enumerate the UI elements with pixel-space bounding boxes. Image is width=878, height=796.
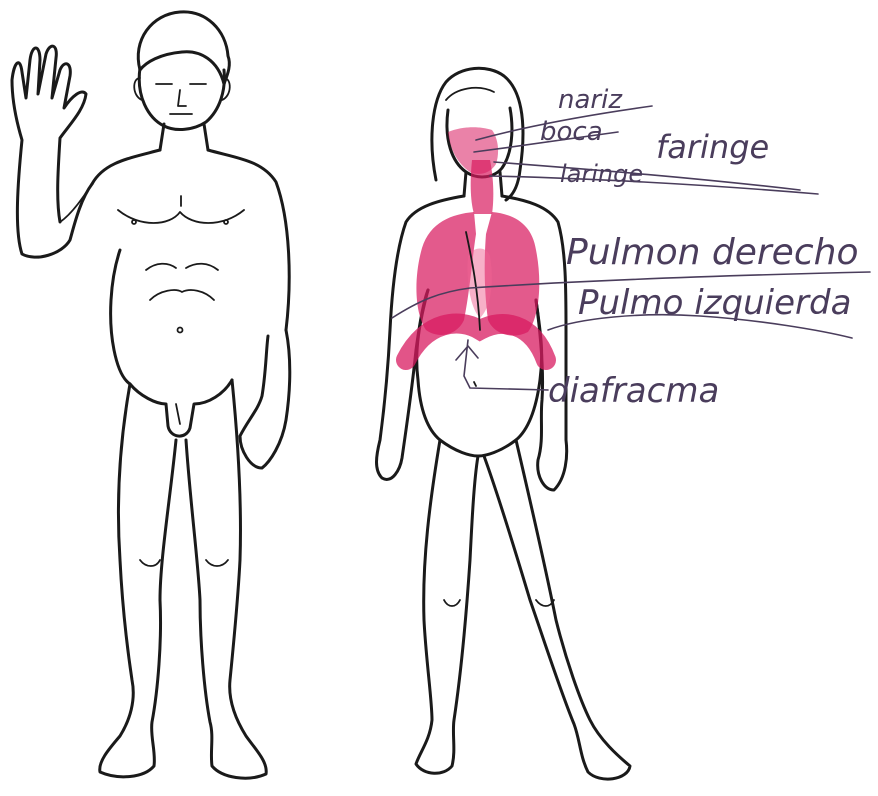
female-right-leg <box>416 440 478 773</box>
male-figure <box>12 12 290 778</box>
male-torso <box>92 150 289 330</box>
label-nariz: nariz <box>558 85 623 115</box>
label-faringe: faringe <box>656 128 769 166</box>
leader-faringe <box>494 162 800 190</box>
male-head <box>139 68 224 129</box>
male-right-leg <box>100 384 176 777</box>
trachea <box>471 160 494 214</box>
male-left-leg <box>186 380 266 778</box>
label-laringe: laringe <box>560 160 643 188</box>
male-hair <box>138 12 229 84</box>
male-left-arm <box>240 330 290 468</box>
respiratory-system <box>406 127 546 360</box>
label-pulmon-izquierdo: Pulmo izquierda <box>578 283 851 323</box>
label-diafragma: diafracma <box>548 371 719 411</box>
male-groin <box>130 380 232 436</box>
leader-laringe <box>490 176 818 194</box>
label-boca: boca <box>540 117 603 147</box>
labels: nariz boca faringe laringe Pulmon derech… <box>540 85 858 411</box>
label-pulmon-derecho: Pulmon derecho <box>566 232 858 273</box>
male-raised-arm <box>12 46 92 257</box>
female-left-leg <box>484 440 630 779</box>
